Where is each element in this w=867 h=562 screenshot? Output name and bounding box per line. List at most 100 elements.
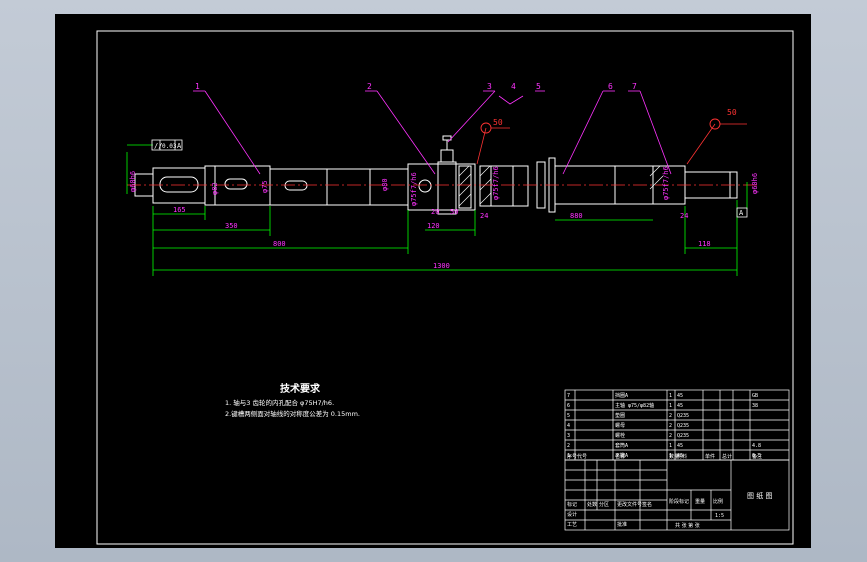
parts-row-mat: Q235 bbox=[677, 423, 689, 429]
keyway-left bbox=[159, 176, 199, 193]
clamp-hole bbox=[418, 179, 432, 193]
title-block-text: 标记 处数 分区 更改文件号 签名 设计 工艺 批准 阶段标记 重量 比例 1:… bbox=[567, 491, 772, 529]
parts-row-mat: 45 bbox=[677, 393, 683, 399]
parts-row-spec: GB bbox=[752, 393, 758, 399]
callout-numbers: 1 2 3 4 5 6 7 bbox=[195, 82, 637, 91]
clamp-collar bbox=[407, 163, 476, 211]
parts-row-name: 螺栓 bbox=[615, 432, 625, 439]
datum-box bbox=[736, 207, 748, 218]
dim-165: 165 bbox=[173, 206, 186, 214]
parts-header-cell: 数量 bbox=[669, 453, 679, 460]
svg-text:分区: 分区 bbox=[599, 501, 609, 508]
dim-350: 350 bbox=[225, 222, 238, 230]
parts-row-no: 4 bbox=[567, 423, 570, 429]
shaft bbox=[134, 135, 738, 215]
parts-row-qty: 1 bbox=[669, 393, 672, 399]
title-main bbox=[564, 459, 790, 531]
cad-drawing: φ60h6 φ82 φ75 φ80 φ75f7/h6 φ75f7/h6 φ75f… bbox=[96, 30, 794, 545]
dim-880: 880 bbox=[570, 212, 583, 220]
dia-label-3: φ75 bbox=[261, 180, 269, 193]
parts-header-cell: 代号 bbox=[577, 453, 587, 460]
notes-item-2: 2.键槽两侧面对轴线的对称度公差为 0.15mm. bbox=[225, 409, 360, 418]
sleeve bbox=[479, 165, 529, 207]
dia-label-7: φ75f7/h6 bbox=[662, 166, 670, 200]
parts-row-mat: 45 bbox=[677, 443, 683, 449]
parts-row-name: 套筒A bbox=[615, 442, 628, 449]
parts-row-name: 垫圈 bbox=[615, 412, 625, 419]
dia-label-2: φ82 bbox=[211, 182, 219, 195]
parts-header-cell: 材料 bbox=[677, 453, 687, 460]
callout-7: 7 bbox=[632, 82, 637, 91]
dia-label-8: φ60h6 bbox=[751, 173, 759, 194]
parts-header-cell: 总计 bbox=[722, 453, 732, 460]
dim-24-left: 24 bbox=[480, 212, 488, 220]
length-labels: 165 350 800 1300 120 20 50 24 880 24 118 bbox=[173, 206, 711, 270]
callout-4: 4 bbox=[511, 82, 516, 91]
dim-24-right: 24 bbox=[680, 212, 688, 220]
parts-row-name: 挡圈A bbox=[615, 392, 628, 399]
sheet-footer: 共 张 第 张 bbox=[675, 522, 700, 529]
svg-text:签名: 签名 bbox=[642, 501, 652, 508]
parts-row-spec: 4.8 bbox=[752, 443, 761, 449]
parts-row-mat: Q235 bbox=[677, 433, 689, 439]
dimension-lines bbox=[126, 144, 748, 276]
parts-header-cell: 序号 bbox=[567, 453, 577, 460]
clamp-block bbox=[437, 161, 457, 215]
title-block bbox=[564, 389, 790, 531]
parts-row-mat: Q235 bbox=[677, 413, 689, 419]
drawing-name: 图 纸 图 bbox=[747, 491, 772, 500]
callout-3: 3 bbox=[487, 82, 492, 91]
svg-text:工艺: 工艺 bbox=[567, 522, 577, 528]
parts-header-cell: 备注 bbox=[752, 453, 762, 460]
svg-text://: // bbox=[154, 142, 162, 150]
svg-text:比例: 比例 bbox=[713, 498, 723, 505]
callout-1: 1 bbox=[195, 82, 200, 91]
dia-label-6: φ75f7/h6 bbox=[492, 166, 500, 200]
dia-label-4: φ80 bbox=[381, 178, 389, 191]
roughness-1: 50 bbox=[493, 118, 503, 127]
svg-text:批准: 批准 bbox=[617, 521, 627, 528]
scale-value: 1:5 bbox=[715, 513, 724, 519]
clamp-plate bbox=[458, 165, 472, 209]
drawing-viewport[interactable]: φ60h6 φ82 φ75 φ80 φ75f7/h6 φ75f7/h6 φ75f… bbox=[55, 14, 811, 548]
notes-title: 技术要求 bbox=[280, 382, 321, 395]
svg-text:更改文件号: 更改文件号 bbox=[617, 501, 642, 508]
svg-text:处数: 处数 bbox=[587, 501, 597, 508]
svg-text:重量: 重量 bbox=[695, 498, 705, 505]
dim-50: 50 bbox=[450, 208, 458, 216]
tolerance-frame: // 0.03 A bbox=[151, 139, 183, 151]
parts-row-no: 2 bbox=[567, 443, 570, 449]
parts-row-qty: 2 bbox=[669, 423, 672, 429]
parts-row-no: 7 bbox=[567, 393, 570, 399]
dim-20: 20 bbox=[431, 208, 439, 216]
roughness-symbols: 50 50 bbox=[476, 108, 747, 165]
svg-text:阶段标记: 阶段标记 bbox=[669, 498, 689, 505]
parts-row-no: 6 bbox=[567, 403, 570, 409]
notes-item-1: 1. 轴与3 齿轮的内孔配合 φ75H7/h6. bbox=[225, 398, 334, 407]
callout-6: 6 bbox=[608, 82, 613, 91]
keyway-mid bbox=[224, 178, 248, 190]
dim-800: 800 bbox=[273, 240, 286, 248]
technical-notes: 技术要求 1. 轴与3 齿轮的内孔配合 φ75H7/h6. 2.键槽两侧面对轴线… bbox=[225, 382, 360, 418]
drawing-frame bbox=[96, 30, 794, 545]
datum-label: A bbox=[739, 209, 744, 217]
parts-row-name: 平键A bbox=[615, 452, 628, 459]
parts-header-cell: 名称 bbox=[615, 453, 625, 460]
parts-row-qty: 2 bbox=[669, 433, 672, 439]
parts-row-name: 螺母 bbox=[615, 422, 625, 429]
callout-leaders bbox=[193, 90, 672, 175]
parts-row-no: 1 bbox=[567, 453, 570, 459]
parts-row-mat: 45 bbox=[677, 403, 683, 409]
svg-text:A: A bbox=[177, 142, 182, 150]
parts-row-spec: 0.5 bbox=[752, 453, 761, 459]
parts-row-qty: 2 bbox=[669, 413, 672, 419]
keyed-section bbox=[152, 167, 206, 204]
callout-2: 2 bbox=[367, 82, 372, 91]
parts-row-name: 主轴 φ75/φ82轴 bbox=[615, 402, 654, 409]
dia-label-1: φ60h6 bbox=[129, 171, 137, 192]
parts-row-spec: 38 bbox=[752, 403, 758, 409]
parts-row-mat: 45 bbox=[677, 453, 683, 459]
parts-row-no: 5 bbox=[567, 413, 570, 419]
diameter-labels: φ60h6 φ82 φ75 φ80 φ75f7/h6 φ75f7/h6 φ75f… bbox=[129, 166, 759, 206]
